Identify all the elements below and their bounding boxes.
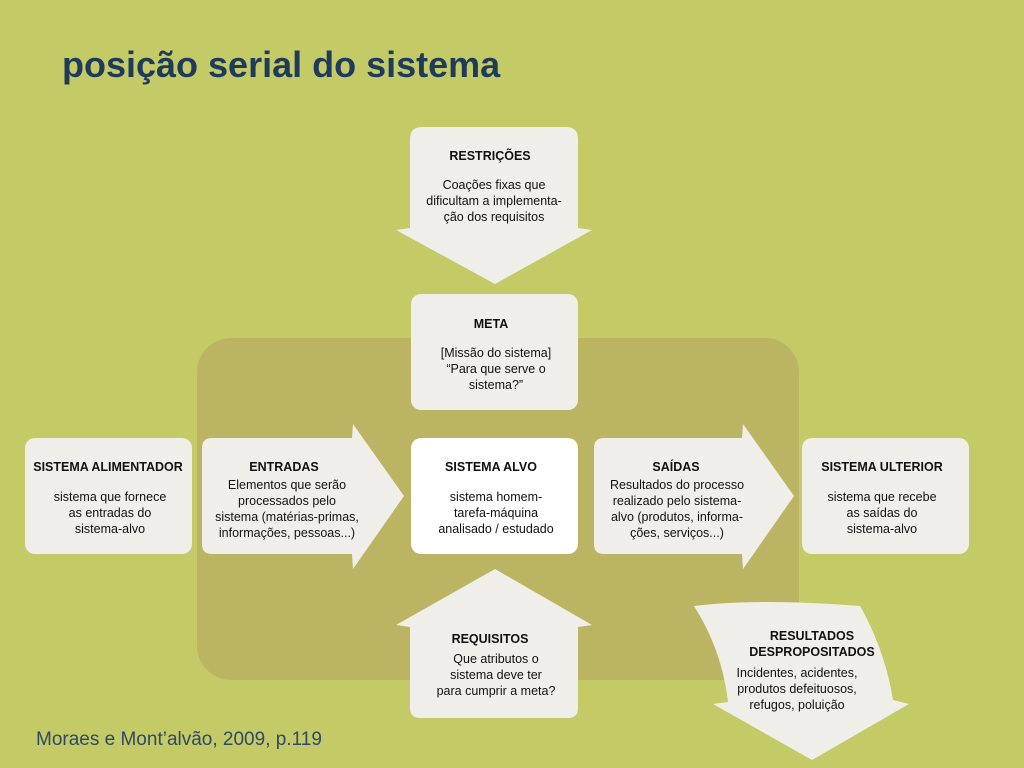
requisitos-text: Que atributos o sistema deve ter para cu…: [436, 652, 556, 698]
sistema-alimentador-heading: SISTEMA ALIMENTADOR: [33, 460, 183, 474]
sistema-ulterior-text: sistema que recebe as saídas do sistema-…: [827, 490, 937, 536]
resultados-despropositados-text: Incidentes, acidentes, produtos defeituo…: [736, 666, 858, 712]
restricoes-shape: [396, 127, 592, 284]
sistema-alimentador-shape: [25, 438, 192, 554]
requisitos-shape: [396, 569, 592, 718]
saidas-heading: SAÍDAS: [652, 460, 700, 474]
entradas-heading: ENTRADAS: [249, 460, 319, 474]
sistema-alvo-shape: [411, 438, 578, 554]
citation: Moraes e Mont’alvão, 2009, p.119: [36, 729, 322, 750]
entradas-shape: [202, 424, 404, 569]
sistema-ulterior-shape: [802, 438, 969, 554]
saidas-text: Resultados do processo realizado pelo si…: [609, 478, 745, 540]
slide-title: posição serial do sistema: [62, 44, 501, 85]
sistema-ulterior-heading: SISTEMA ULTERIOR: [821, 460, 943, 474]
restricoes-heading: RESTRIÇÕES: [449, 149, 531, 163]
requisitos-heading: REQUISITOS: [451, 632, 529, 646]
saidas-shape: [594, 424, 794, 569]
sistema-alimentador-text: sistema que fornece as entradas do siste…: [53, 490, 167, 536]
entradas-text: Elementos que serão processados pelo sis…: [215, 478, 359, 540]
resultados-despropositados-heading: RESULTADOS DESPROPOSITADOS: [749, 629, 875, 659]
sistema-alvo-heading: SISTEMA ALVO: [445, 460, 537, 474]
meta-shape: [411, 294, 578, 410]
meta-heading: META: [473, 317, 509, 331]
meta-text: [Missão do sistema] “Para que serve o si…: [440, 346, 552, 392]
resultados-despropositados-shape: [694, 602, 909, 760]
sistema-alvo-text: sistema homem- tarefa-máquina analisado …: [438, 490, 554, 536]
restricoes-text: Coações fixas que dificultam a implement…: [426, 178, 562, 224]
